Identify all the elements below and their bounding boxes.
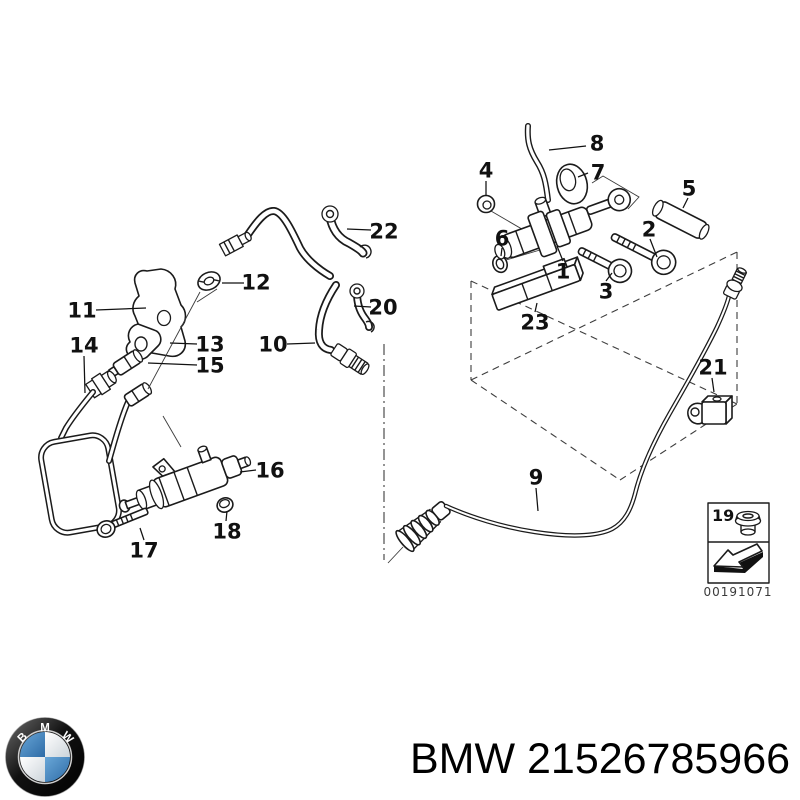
bolt-2-drawing <box>610 233 677 276</box>
leader-line-11 <box>95 307 147 311</box>
sleeve-5-drawing <box>651 199 710 240</box>
part-number-text: BMW 21526785966 <box>410 735 790 783</box>
clip-21-drawing <box>687 395 733 425</box>
callout-20: 20 <box>368 296 397 320</box>
callout-21: 21 <box>698 356 727 380</box>
leader-line-3 <box>605 272 613 282</box>
leader-line-17 <box>139 527 145 541</box>
leader-line-20 <box>353 305 372 308</box>
leader-line-16 <box>239 469 257 473</box>
callout-15: 15 <box>195 354 224 378</box>
grommet-19-drawing <box>734 510 762 536</box>
callout-11: 11 <box>67 299 96 323</box>
leader-line-9 <box>535 487 539 512</box>
hose-10-upper-fitting <box>218 231 252 257</box>
callout-6: 6 <box>495 227 510 251</box>
slave-cylinder-16-drawing <box>118 445 252 513</box>
connector-15-drawing <box>108 349 144 378</box>
callout-16: 16 <box>255 459 284 483</box>
leader-line-2 <box>649 238 658 258</box>
callout-8: 8 <box>590 132 605 156</box>
pipe-14-drawing <box>38 291 201 536</box>
callout-3: 3 <box>599 280 614 304</box>
boot-7-drawing <box>555 163 589 205</box>
leader-line-15 <box>147 362 198 366</box>
callout-1: 1 <box>556 260 571 284</box>
leader-line-10 <box>286 342 316 345</box>
seal-6-drawing <box>492 254 508 274</box>
callout-4: 4 <box>479 159 494 183</box>
direction-arrow-icon <box>713 543 763 573</box>
inset-box-19: 19 00191071 <box>703 502 772 599</box>
leader-line-1 <box>556 245 564 262</box>
callout-9: 9 <box>529 466 544 490</box>
bolt-17-drawing <box>96 507 149 538</box>
pipe-9-drawing <box>395 267 748 553</box>
callout-2: 2 <box>642 218 657 242</box>
callout-23: 23 <box>520 311 549 335</box>
callout-22: 22 <box>369 220 398 244</box>
leader-line-23 <box>534 302 538 313</box>
callout-5: 5 <box>682 177 697 201</box>
callout-18: 18 <box>212 520 241 544</box>
leader-line-18 <box>225 510 228 522</box>
callout-13: 13 <box>195 333 224 357</box>
leader-line-14 <box>83 355 86 394</box>
pipe-9-union <box>722 267 748 300</box>
master-cylinder-assembly-drawing <box>476 123 710 311</box>
clutch-pipe-assembly-drawing <box>38 207 370 538</box>
leader-line-6 <box>500 247 503 257</box>
bolt-3-drawing <box>577 247 633 284</box>
photo-id: 00191071 <box>703 585 772 599</box>
master-cylinder-1-drawing <box>494 187 632 260</box>
damper-23-drawing <box>491 256 584 311</box>
leader-line-13 <box>169 342 198 345</box>
callout-14: 14 <box>69 334 98 358</box>
callout-7: 7 <box>591 161 606 185</box>
nut-4-drawing <box>476 194 496 214</box>
leader-line-8 <box>548 145 587 151</box>
bracket-20-drawing <box>349 283 375 333</box>
bmw-logo: B M W <box>5 717 85 797</box>
leader-line-21 <box>711 377 715 393</box>
callout-12: 12 <box>241 271 270 295</box>
leader-line-5 <box>682 197 689 209</box>
bracket-22-drawing <box>321 205 372 259</box>
hose-10-lower-union <box>330 343 370 376</box>
leader-line-7 <box>577 172 589 178</box>
nut-18-drawing <box>216 497 234 513</box>
callout-10: 10 <box>258 333 287 357</box>
inset-part-label: 19 <box>712 506 734 525</box>
leader-line-22 <box>346 228 372 231</box>
hose-10-drawing <box>218 207 370 376</box>
centerline-dashdot <box>383 344 404 564</box>
logo-letter-m: M <box>40 723 50 735</box>
pin-8-drawing <box>524 123 551 203</box>
callout-17: 17 <box>129 539 158 563</box>
grommet-12-drawing <box>197 271 221 291</box>
